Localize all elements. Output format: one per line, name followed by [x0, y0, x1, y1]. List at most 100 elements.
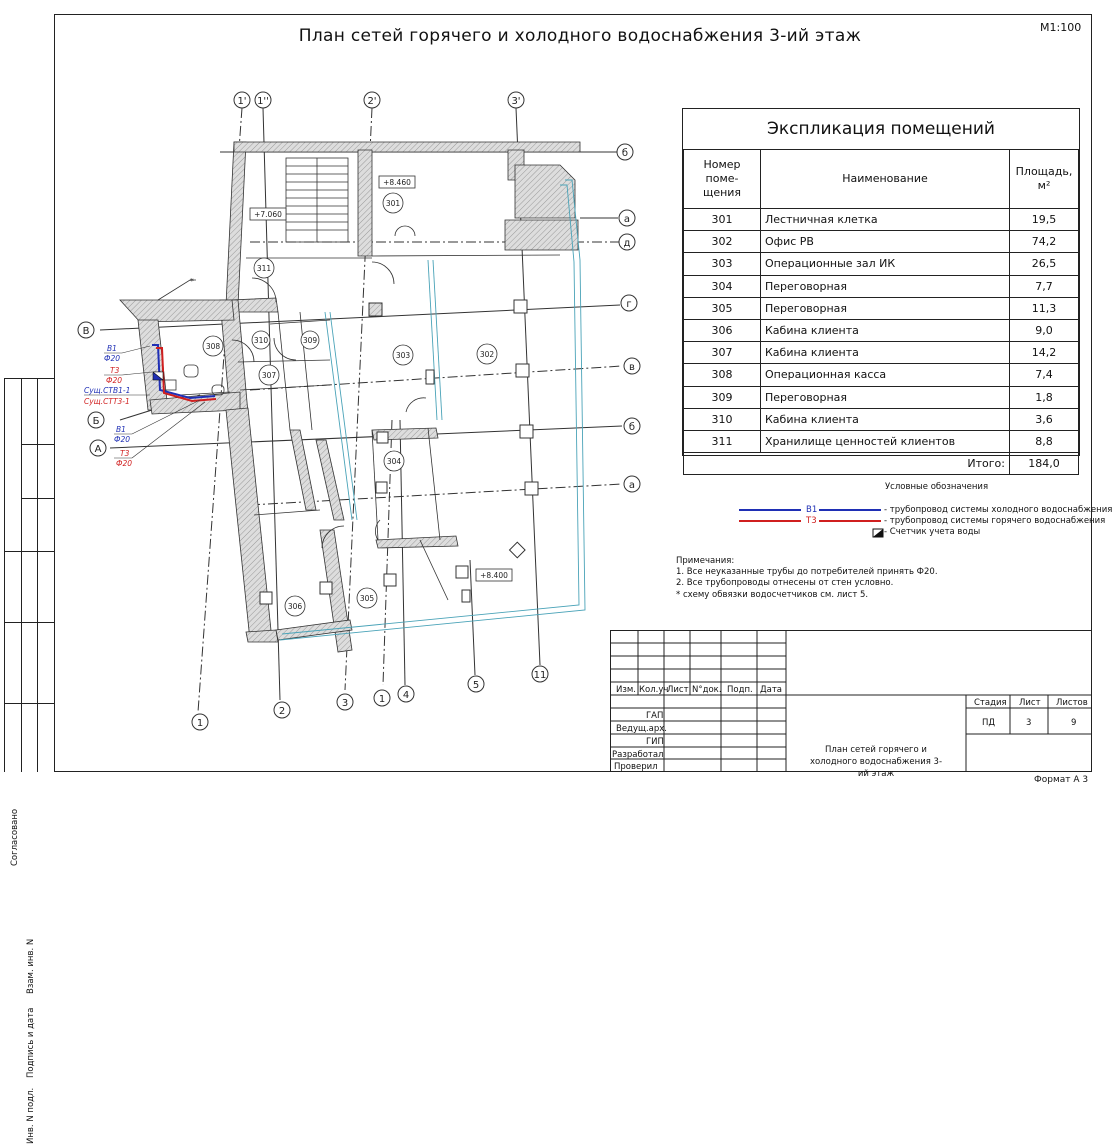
- col-header-name: Наименование: [760, 149, 1010, 209]
- room-number: 306: [288, 602, 303, 611]
- legend-cold-text: - трубопровод системы холодного водоснаб…: [884, 505, 1113, 515]
- room-number: 307: [262, 371, 277, 380]
- axis-label: 3: [342, 698, 348, 709]
- stamp-prover: Проверил: [614, 762, 658, 772]
- room-number: 302: [480, 350, 495, 359]
- riser-label: Т3: [120, 449, 130, 458]
- stamp-vedarh: Ведущ.арх.: [616, 724, 668, 734]
- room-number-cell: 303: [683, 252, 761, 276]
- room-number-cell: 309: [683, 385, 761, 409]
- room-number-cell: 310: [683, 407, 761, 431]
- col-header-number: Номер поме-щения: [683, 149, 761, 209]
- axis-label: 1: [379, 694, 385, 705]
- level-mark: +8.400: [480, 571, 508, 580]
- room-area-cell: 26,5: [1009, 252, 1079, 276]
- stamp-h-ndok: N°док.: [692, 685, 722, 695]
- room-number-cell: 302: [683, 230, 761, 254]
- room-name-cell: Офис РВ: [760, 230, 1010, 254]
- legend-title: Условные обозначения: [885, 482, 989, 492]
- replaced-inv-label: Взам. инв. N: [26, 938, 36, 994]
- stamp-h-list: Лист: [667, 685, 689, 695]
- axis-label: а: [629, 480, 635, 491]
- room-number: 303: [396, 351, 411, 360]
- floor-plan: 1' 1'' 2' 3' 1 2 3 1 4 5 11 б а д г в б …: [77, 91, 641, 731]
- room-name-cell: Переговорная: [760, 385, 1010, 409]
- axis-label: б: [622, 148, 628, 159]
- rooms-table: Номер поме-щения Наименование Площадь, м…: [683, 149, 1079, 476]
- drawing-sheet: План сетей горячего и холодного водоснаб…: [4, 14, 1113, 1144]
- room-number-cell: 311: [683, 429, 761, 454]
- room-name-cell: Переговорная: [760, 274, 1010, 298]
- stamp-sheets-header: Листов: [1056, 698, 1088, 708]
- axis-label: 2: [279, 706, 285, 717]
- room-number-cell: 301: [683, 207, 761, 232]
- room-area-cell: 9,0: [1009, 318, 1079, 343]
- note-2: 2. Все трубопроводы отнесены от стен усл…: [676, 578, 894, 589]
- axis-label: 4: [403, 690, 409, 701]
- level-mark: +7.060: [254, 210, 282, 219]
- room-area-cell: 7,4: [1009, 363, 1079, 387]
- room-name-cell: Операционные зал ИК: [760, 252, 1010, 276]
- room-name-cell: Кабина клиента: [760, 407, 1010, 431]
- axis-label: 11: [534, 670, 547, 681]
- note-1: 1. Все неуказанные трубы до потребителей…: [676, 567, 938, 578]
- axis-label: 5: [473, 680, 479, 691]
- stamp-gap: ГАП: [646, 711, 664, 721]
- room-number: 304: [387, 457, 402, 466]
- room-area-cell: 74,2: [1009, 230, 1079, 254]
- inv-orig-label: Инв. N подл.: [26, 1087, 36, 1144]
- stamp-h-izm: Изм.: [616, 685, 636, 695]
- col-header-area: Площадь, м²: [1009, 149, 1079, 209]
- room-area-cell: 8,8: [1009, 429, 1079, 454]
- level-mark: +8.460: [383, 178, 411, 187]
- riser-label: Ф20: [114, 435, 130, 444]
- note-3: * схему обвязки водосчетчиков см. лист 5…: [676, 589, 869, 600]
- room-area-cell: 11,3: [1009, 296, 1079, 320]
- sheet-title: План сетей горячего и холодного водоснаб…: [298, 26, 862, 46]
- riser-label: Сущ.СТВ1-1: [84, 386, 130, 395]
- axis-label: 3': [511, 96, 520, 107]
- axis-label: 1: [197, 718, 203, 729]
- room-number: 308: [206, 342, 221, 351]
- agreed-label: Согласовано: [10, 808, 20, 866]
- riser-label: Т3: [110, 366, 120, 375]
- stamp-doc-title: План сетей горячего и холодного водоснаб…: [809, 745, 943, 779]
- legend-hot-text: - трубопровод системы горячего водоснабж…: [884, 516, 1106, 526]
- stamp-sheets: 9: [1071, 718, 1077, 728]
- room-name-cell: Переговорная: [760, 296, 1010, 320]
- room-name-cell: Хранилище ценностей клиентов: [760, 429, 1010, 454]
- stamp-h-koluch: Кол.уч: [639, 685, 669, 695]
- room-area-cell: 7,7: [1009, 274, 1079, 298]
- riser-label: В1: [116, 425, 126, 434]
- legend-cold-code: В1: [806, 505, 818, 515]
- riser-label: Сущ.СТТ3-1: [84, 397, 130, 406]
- stamp-stage-header: Стадия: [974, 698, 1007, 708]
- title-block: Изм. Кол.уч Лист N°док. Подп. Дата ГАП В…: [610, 630, 1092, 779]
- riser-label: В1: [107, 344, 117, 353]
- axis-label: б: [629, 422, 635, 433]
- stamp-h-podp: Подп.: [727, 685, 753, 695]
- notes: Примечания: 1. Все неуказанные трубы до …: [676, 556, 938, 601]
- sheet-format: Формат А 3: [1034, 775, 1089, 785]
- axis-label: В: [83, 326, 90, 337]
- room-number-cell: 307: [683, 341, 761, 365]
- room-number: 305: [360, 594, 375, 603]
- room-number-cell: 308: [683, 363, 761, 387]
- stamp-sheet-header: Лист: [1019, 698, 1041, 708]
- riser-label: Ф20: [104, 354, 120, 363]
- explication-table: Экспликация помещений Номер поме-щения Н…: [682, 108, 1080, 476]
- riser-label: *: [190, 277, 194, 286]
- sheet-frame: [54, 14, 1092, 772]
- room-number-cell: 305: [683, 296, 761, 320]
- legend-hot-code: Т3: [806, 516, 817, 526]
- legend-meter-text: - Счетчик учета воды: [884, 527, 981, 537]
- axis-label: г: [626, 299, 631, 310]
